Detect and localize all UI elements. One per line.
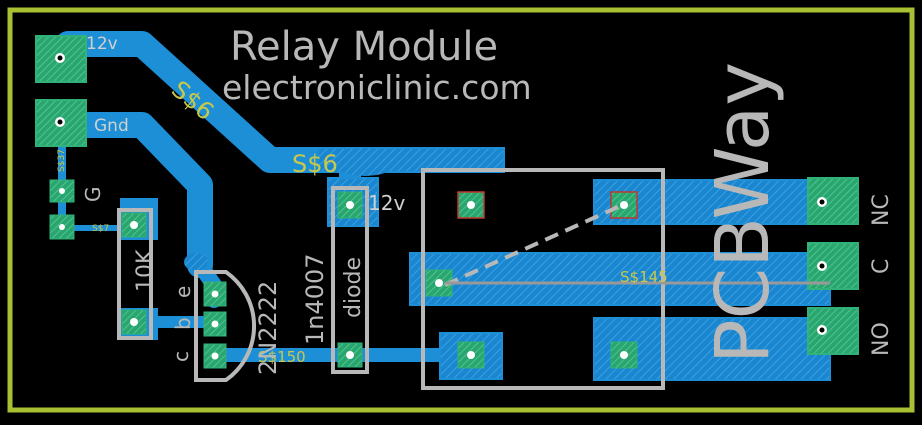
pad-relay-br xyxy=(610,341,638,369)
net-s145-label: S$145 xyxy=(620,268,668,286)
net-gnd-label: Gnd xyxy=(94,116,129,136)
relay-switch-line xyxy=(444,205,619,287)
relay-outline xyxy=(421,168,665,390)
gnd-pin-label: G xyxy=(81,187,105,203)
trace-gnd xyxy=(55,112,213,278)
pad-relay-tl xyxy=(457,191,485,219)
pour-transistor-e xyxy=(184,253,208,271)
resistor-outline xyxy=(117,208,153,340)
transistor-label: 2N2222 xyxy=(254,281,282,375)
net-s150-label: S$150 xyxy=(258,348,306,366)
resistor-label: 10K xyxy=(133,249,158,292)
net-s37-label: S$37 xyxy=(57,149,67,172)
diode-12v-label: 12v xyxy=(368,191,405,215)
net-12v-label: 12v xyxy=(86,34,118,54)
brand-label: PCBWay xyxy=(700,62,786,364)
board-subtitle: electroniclinic.com xyxy=(222,68,532,107)
pad-no xyxy=(807,307,859,355)
relay-no-label: NO xyxy=(869,322,894,356)
pour-relay-coil xyxy=(409,252,831,306)
net-s7-label: S$7 xyxy=(92,224,109,234)
board-outline xyxy=(7,7,915,413)
silkscreen xyxy=(117,168,830,390)
labels: Relay Module electroniclinic.com PCBWay … xyxy=(57,24,894,375)
pad-c xyxy=(807,242,859,290)
pin-e-label: e xyxy=(171,286,195,298)
pin-c-label: c xyxy=(169,351,193,362)
diode-label: diode xyxy=(341,257,366,318)
pad-nc xyxy=(807,177,859,225)
diode-outline xyxy=(331,186,369,374)
trace-12v xyxy=(55,31,373,173)
pour-12v-oval xyxy=(333,148,397,176)
transistor-outline xyxy=(194,270,256,382)
relay-c-label: C xyxy=(869,259,894,274)
pads xyxy=(35,35,859,369)
net-s6-label: S$6 xyxy=(292,150,338,178)
pin-b-label: b xyxy=(171,317,195,330)
board-title: Relay Module xyxy=(230,24,498,70)
diode-part-label: 1n4007 xyxy=(301,253,329,345)
relay-nc-label: NC xyxy=(869,194,894,226)
